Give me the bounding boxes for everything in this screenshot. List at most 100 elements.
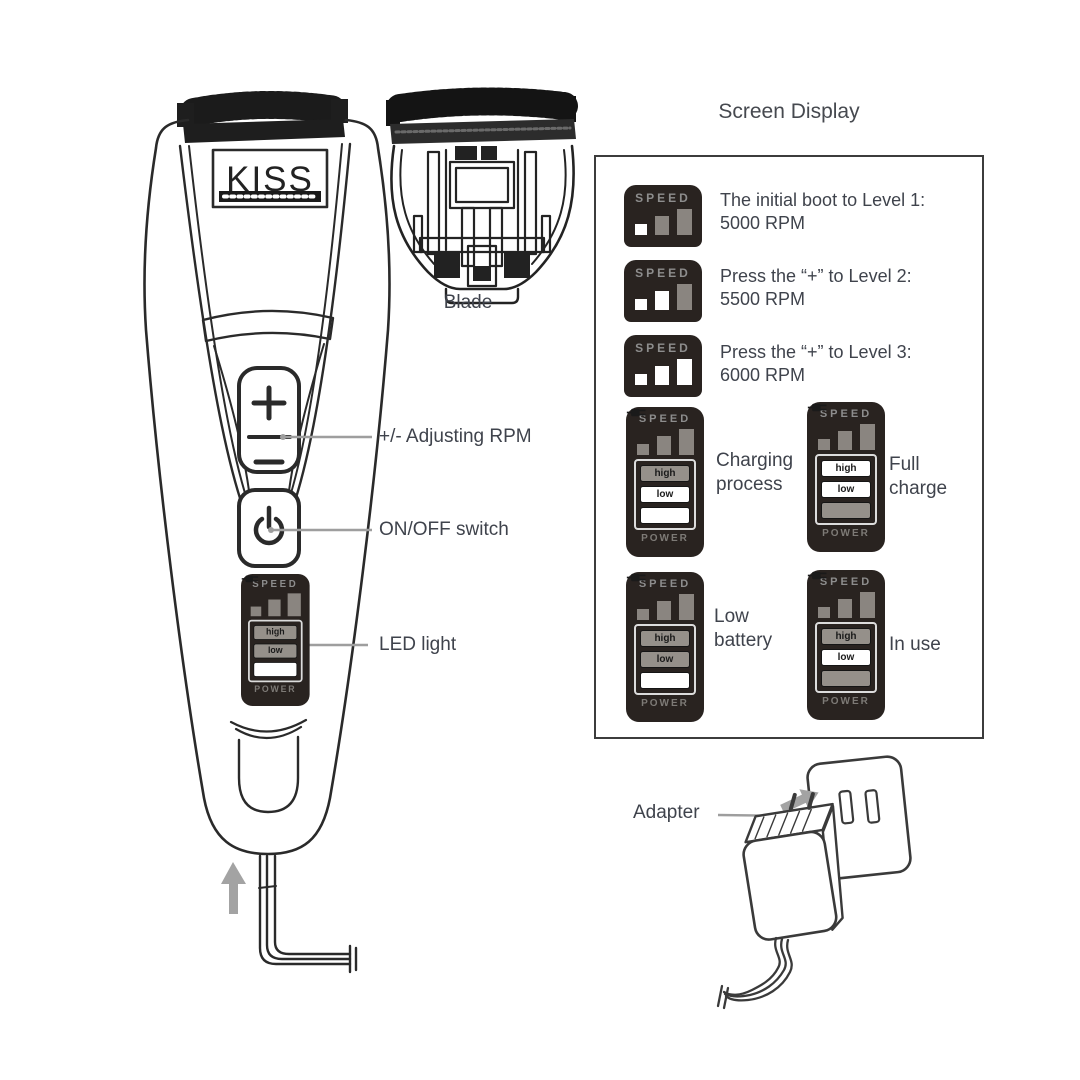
speed-segment-3 bbox=[859, 424, 875, 450]
power-text: POWER bbox=[254, 684, 297, 695]
high-indicator: high bbox=[821, 628, 871, 645]
on-off-label: ON/OFF switch bbox=[379, 519, 509, 540]
speed-text: SPEED bbox=[638, 413, 692, 425]
level-3-description: Press the “+” to Level 3: 6000 RPM bbox=[720, 342, 912, 385]
blade-label: Blade bbox=[443, 292, 493, 313]
charging-caption: Charging process bbox=[716, 450, 794, 495]
speed-segment-2 bbox=[656, 436, 671, 455]
speed-text: SPEED bbox=[252, 579, 299, 590]
speed-segment-2 bbox=[837, 431, 852, 450]
speed-segment-1 bbox=[634, 374, 647, 385]
power-text: POWER bbox=[822, 528, 870, 539]
low-indicator: low bbox=[821, 649, 871, 666]
speed-segment-3 bbox=[676, 359, 692, 385]
led-light-label: LED light bbox=[379, 634, 457, 655]
plug-icon bbox=[807, 403, 827, 412]
speed-segment-3 bbox=[859, 592, 875, 618]
high-indicator: high bbox=[640, 465, 690, 482]
speed-segment-1 bbox=[636, 444, 649, 455]
high-indicator: high bbox=[253, 625, 298, 640]
plug-indicator bbox=[626, 408, 690, 524]
speed-segment-3 bbox=[676, 209, 692, 235]
plug-indicator bbox=[626, 573, 690, 689]
in-use-caption: In use bbox=[889, 634, 941, 655]
speed-segments bbox=[624, 357, 702, 385]
speed-segments bbox=[241, 592, 310, 617]
level-2-description: Press the “+” to Level 2: 5500 RPM bbox=[720, 266, 912, 309]
speed-text: SPEED bbox=[638, 578, 692, 590]
speed-segment-3 bbox=[678, 594, 694, 620]
plug-icon bbox=[626, 573, 646, 582]
speed-segment-3 bbox=[676, 284, 692, 310]
adjust-rpm-label: +/- Adjusting RPM bbox=[379, 426, 532, 447]
power-text: POWER bbox=[641, 533, 689, 544]
speed-segment-1 bbox=[817, 439, 830, 450]
plug-indicator bbox=[807, 403, 871, 519]
screen-display-panel: SPEED The initial boot to Level 1: 5000 … bbox=[594, 155, 984, 739]
blade-illustration bbox=[386, 87, 578, 305]
screen-display-title: Screen Display bbox=[718, 100, 860, 123]
speed-segment-3 bbox=[287, 593, 301, 617]
power-cord bbox=[258, 854, 358, 974]
speed-segments bbox=[807, 590, 885, 618]
clipper-blade-bar bbox=[183, 119, 345, 143]
indicator-box: high low bbox=[241, 575, 303, 683]
speed-segments bbox=[624, 207, 702, 235]
power-icon bbox=[253, 505, 285, 546]
speed-segment-2 bbox=[654, 291, 669, 310]
adapter-body bbox=[742, 792, 844, 941]
high-indicator: high bbox=[821, 460, 871, 477]
speed-segment-2 bbox=[267, 599, 281, 617]
clipper-illustration: KISS bbox=[143, 91, 391, 974]
plug-icon bbox=[807, 571, 827, 580]
plug-icon bbox=[626, 408, 646, 417]
indicator-box: high low bbox=[626, 408, 696, 530]
low-battery-caption: Low battery bbox=[714, 606, 773, 651]
speed-segments bbox=[626, 592, 704, 620]
low-indicator: low bbox=[640, 486, 690, 503]
speed-segment-1 bbox=[250, 606, 261, 617]
plug-icon bbox=[241, 575, 259, 583]
speed-segments bbox=[624, 282, 702, 310]
speed-text: SPEED bbox=[635, 191, 691, 205]
low-indicator: low bbox=[253, 643, 298, 659]
speed-segment-2 bbox=[654, 216, 669, 235]
plus-minus-button bbox=[237, 366, 301, 474]
level-1-display: SPEED bbox=[624, 185, 702, 247]
indicator-box: high low bbox=[626, 573, 696, 695]
speed-segment-1 bbox=[636, 609, 649, 620]
kiss-logo: KISS bbox=[211, 148, 329, 209]
speed-segment-1 bbox=[634, 299, 647, 310]
speed-segments bbox=[626, 427, 704, 455]
low-indicator: low bbox=[640, 651, 690, 668]
adapter-label: Adapter bbox=[633, 802, 700, 823]
speed-segment-1 bbox=[634, 224, 647, 235]
speed-segment-2 bbox=[656, 601, 671, 620]
speed-text: SPEED bbox=[635, 341, 691, 355]
speed-display: SPEED bbox=[624, 260, 702, 322]
full-charge-caption: Full charge bbox=[889, 454, 948, 499]
adapter-illustration bbox=[716, 755, 912, 1010]
clipper-teeth bbox=[180, 91, 350, 126]
up-arrow-icon bbox=[221, 862, 246, 914]
speed-segment-2 bbox=[654, 366, 669, 385]
plug-indicator bbox=[241, 575, 298, 677]
speed-segment-2 bbox=[837, 599, 852, 618]
blade-mechanism bbox=[412, 146, 552, 288]
high-indicator: high bbox=[640, 630, 690, 647]
plug-indicator bbox=[807, 571, 871, 687]
level-2-display: SPEED bbox=[624, 260, 702, 322]
speed-text: SPEED bbox=[635, 266, 691, 280]
speed-display: SPEED bbox=[624, 185, 702, 247]
